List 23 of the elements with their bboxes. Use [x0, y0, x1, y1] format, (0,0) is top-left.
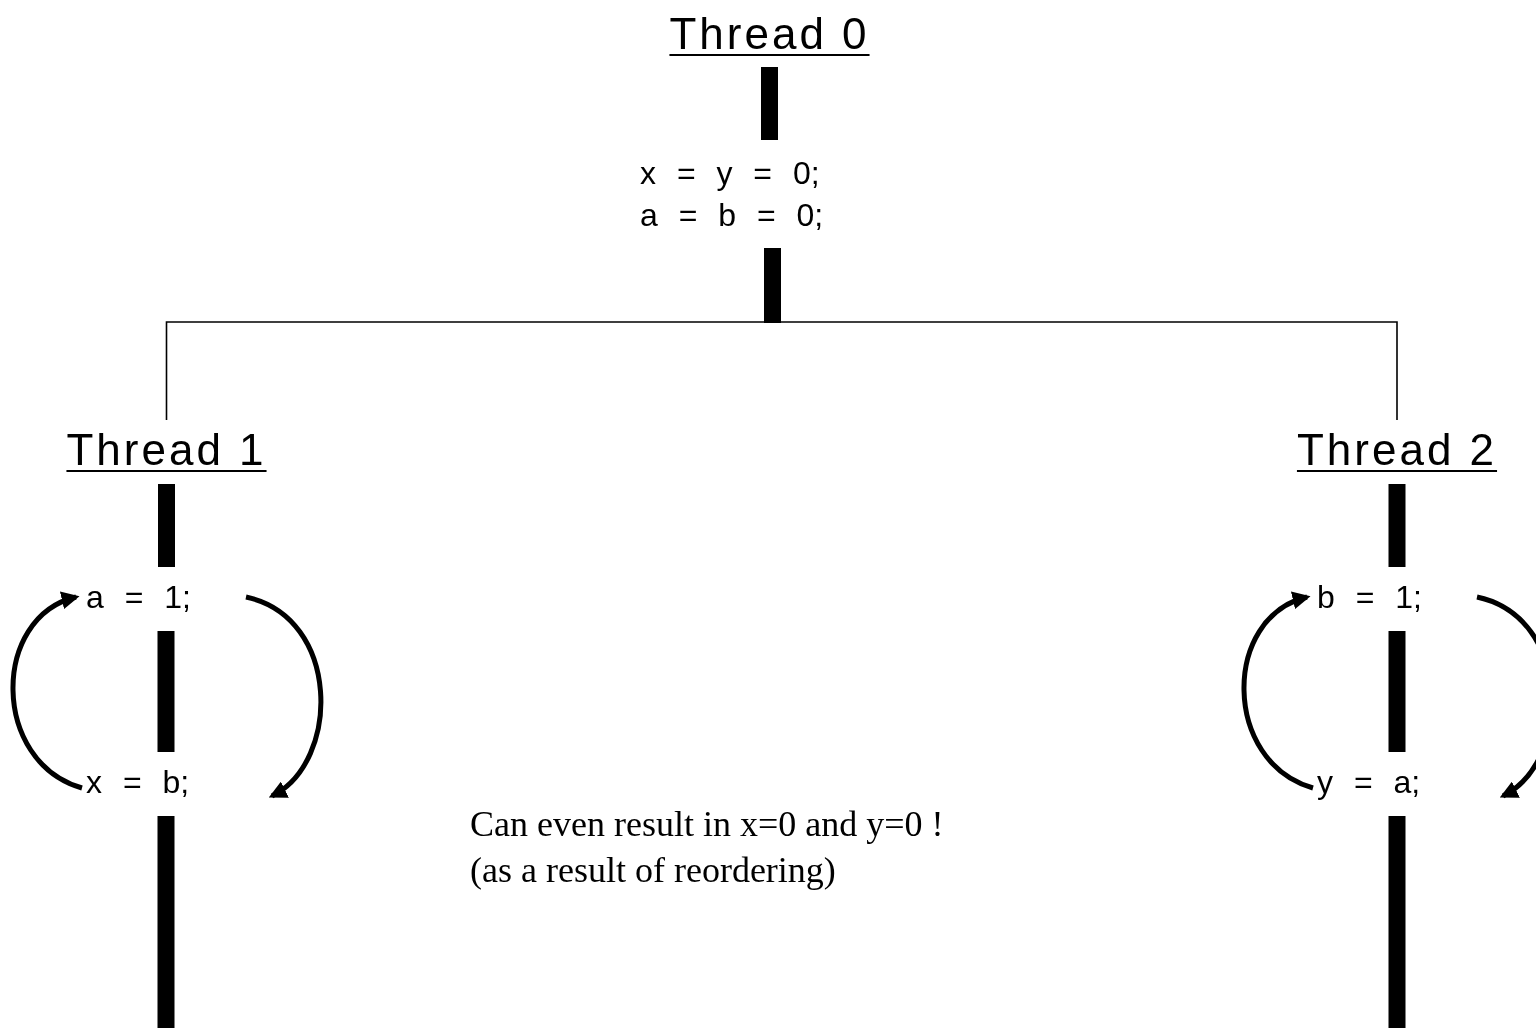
code-statement: x = y = 0;	[640, 154, 820, 193]
thread-bar	[1388, 484, 1406, 567]
thread-heading: Thread 1	[66, 425, 267, 475]
code-statement: a = 1;	[86, 578, 191, 617]
thread-bar	[1388, 631, 1406, 752]
code-statement: a = b = 0;	[640, 196, 824, 235]
note-text: Can even result in x=0 and y=0 !	[470, 803, 944, 846]
code-statement: b = 1;	[1317, 578, 1422, 617]
curved-arrow	[245, 594, 323, 799]
thick-trunk-bar	[764, 248, 781, 323]
thread-heading: Thread 0	[669, 9, 870, 59]
thread-bar	[1388, 816, 1406, 1028]
code-statement: x = b;	[86, 763, 190, 802]
curved-arrow	[10, 593, 83, 791]
curved-arrow	[1241, 593, 1314, 791]
note-text: (as a result of reordering)	[470, 849, 836, 892]
thread-heading: Thread 2	[1296, 425, 1498, 475]
thread-bar	[158, 484, 175, 567]
thread-bar	[157, 631, 175, 752]
curved-arrow	[1476, 594, 1536, 799]
code-statement: y = a;	[1317, 763, 1421, 802]
thread-bar	[157, 816, 175, 1028]
thread-bar	[761, 67, 778, 140]
